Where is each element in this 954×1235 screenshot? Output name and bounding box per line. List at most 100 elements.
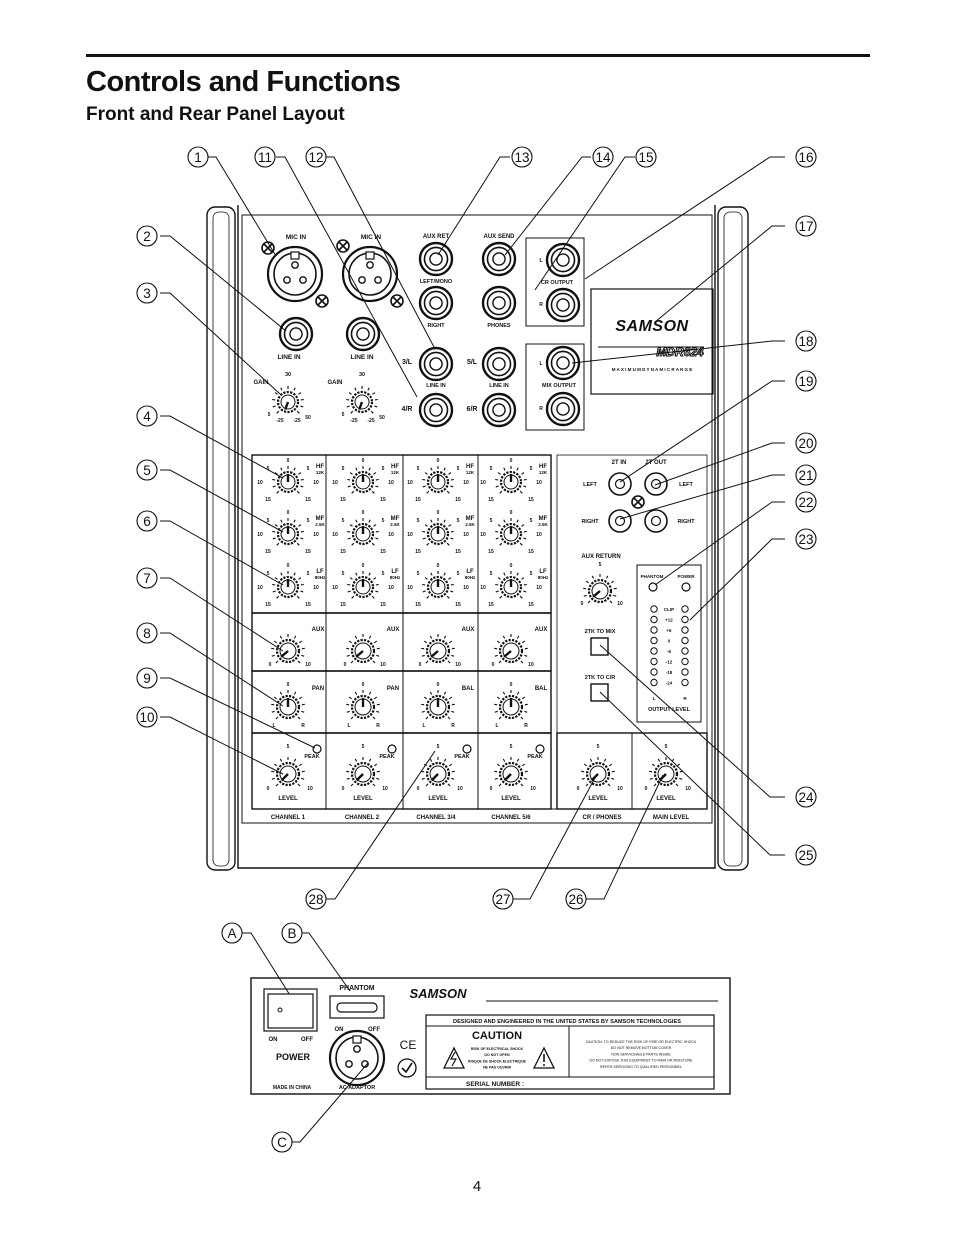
- knob-tick: [430, 467, 433, 471]
- eq-freq-label: 80Hz: [315, 575, 326, 580]
- meter-scale-label: -6: [667, 649, 671, 654]
- knob-tick: [348, 392, 352, 395]
- jack-icon: [545, 242, 581, 278]
- knob-tick: [351, 595, 355, 599]
- knob-pointer: [355, 650, 364, 658]
- callout-13: 13: [511, 146, 533, 168]
- knob-tick: [611, 580, 615, 584]
- power-switch-mark: [277, 1007, 283, 1013]
- callout-10: 10: [136, 706, 158, 728]
- jack-icon: [481, 241, 517, 277]
- knob-tick: [423, 640, 427, 644]
- eq-scale-10r: 10: [313, 585, 319, 591]
- meter-scale-label: -12: [666, 660, 673, 665]
- callout-number: 17: [798, 219, 813, 234]
- callout-circle: [136, 225, 158, 247]
- aux-knob-icon: [346, 634, 380, 664]
- eq-band-label: LF: [391, 569, 399, 575]
- level-label: LEVEL: [501, 796, 521, 802]
- knob-tick: [297, 716, 301, 720]
- callout-circle: [136, 667, 158, 689]
- shock-warning-icon: [442, 1046, 466, 1069]
- jack-hole: [556, 402, 570, 416]
- warning-left-line: RISQUE DE SHOCK ELECTRIQUE: [468, 1059, 527, 1063]
- aux-scale-min: 0: [344, 662, 347, 668]
- knob-tick: [426, 490, 430, 494]
- eq-knob-icon: [272, 571, 304, 599]
- input-5l-label: 5/L: [467, 359, 478, 366]
- knob-tick: [585, 783, 589, 787]
- callout-circle: [305, 146, 327, 168]
- knob-tick: [350, 660, 354, 664]
- eq-scale-15l: 15: [488, 602, 494, 608]
- ce-mark: CE: [400, 1038, 417, 1052]
- knob-tick: [280, 519, 283, 523]
- mix-output-label: MIX OUTPUT: [542, 383, 577, 389]
- knob-tick: [494, 710, 498, 713]
- knob-tick: [522, 696, 526, 700]
- eq-scale-15r: 15: [380, 549, 386, 555]
- peak-label: PEAK: [379, 754, 394, 760]
- jack-icon: [481, 392, 517, 428]
- knob-tick: [519, 542, 523, 546]
- knob-tick: [521, 472, 525, 475]
- callout-circle: [136, 567, 158, 589]
- knob-tick: [373, 472, 377, 475]
- leader-line: [325, 156, 436, 350]
- aux-label: AUX: [312, 627, 325, 633]
- warning-right-line: DO NOT REMOVE BOTTOM COVER: [611, 1046, 672, 1050]
- callout-A: A: [221, 922, 243, 944]
- knob-tick: [372, 660, 376, 664]
- callout-25: 25: [795, 844, 817, 866]
- eq-scale-top: 0: [362, 563, 365, 569]
- eq-scale-5r: 5: [307, 571, 310, 577]
- screw-slot: [338, 241, 348, 251]
- eq-scale-15l: 15: [340, 497, 346, 503]
- lightning-bolt: [449, 1051, 458, 1067]
- meter-led-right: [681, 657, 689, 666]
- eq-scale-10r: 10: [536, 532, 542, 538]
- callout-number: A: [227, 926, 236, 941]
- jack-icon: [545, 391, 581, 427]
- phantom-on-label: ON: [335, 1027, 344, 1033]
- knob-tick: [443, 691, 447, 695]
- pan-knob-icon: [421, 690, 455, 720]
- knob-tick: [355, 467, 358, 471]
- callout-number: B: [287, 926, 296, 941]
- power-switch-bezel: [263, 988, 318, 1032]
- callout-number: 18: [798, 334, 813, 349]
- callout-number: 25: [798, 848, 813, 863]
- power-led-icon: [681, 582, 691, 592]
- knob-tick: [424, 472, 428, 475]
- knob-tick: [581, 777, 585, 780]
- screw-slot: [392, 296, 402, 306]
- power-label: POWER: [276, 1052, 311, 1062]
- eq-scale-15l: 15: [415, 602, 421, 608]
- peak-led-icon: [387, 744, 397, 754]
- callout-circle: [136, 706, 158, 728]
- knob-tick: [297, 783, 301, 787]
- model-logo: MDR624: [656, 345, 704, 359]
- aux-label: AUX: [462, 627, 475, 633]
- callout-circle: [136, 405, 158, 427]
- aux-scale-min: 0: [419, 662, 422, 668]
- two-tk-to-mix-button: [590, 637, 609, 656]
- eq-scale-15r: 15: [528, 549, 534, 555]
- eq-band-label: MF: [391, 516, 400, 522]
- eq-freq-label: 12K: [539, 470, 548, 475]
- knob-tick: [355, 572, 358, 576]
- knob-tick: [503, 572, 506, 576]
- knob-tick: [274, 392, 278, 395]
- callout-18: 18: [795, 330, 817, 352]
- knob-tick: [679, 777, 683, 780]
- mix-r-label: R: [539, 406, 543, 412]
- knob-tick: [520, 660, 524, 664]
- pan-label: PAN: [312, 686, 324, 692]
- eq-scale-5r: 5: [307, 518, 310, 524]
- knob-tick: [276, 542, 280, 546]
- eq-scale-15r: 15: [455, 602, 461, 608]
- eq-band-label: LF: [539, 569, 547, 575]
- level-scale-min: 0: [490, 786, 493, 792]
- knob-tick: [449, 640, 453, 644]
- knob-tick: [422, 485, 426, 488]
